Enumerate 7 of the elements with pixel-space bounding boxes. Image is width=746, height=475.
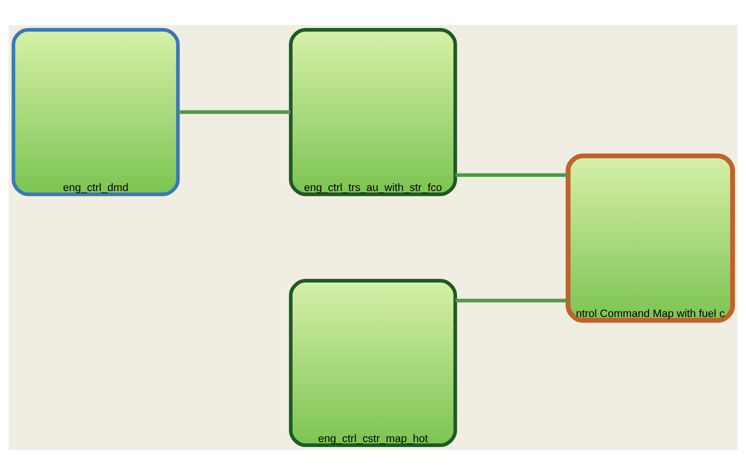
node-box: eng_ctrl_trs_au_with_str_fco — [288, 28, 458, 196]
connector — [455, 173, 568, 177]
node-box: eng_ctrl_dmd — [12, 28, 180, 196]
connector — [455, 298, 568, 302]
node-box: ntrol Command Map with fuel c — [566, 153, 735, 323]
connector — [178, 110, 290, 114]
node-box: eng_ctrl_cstr_map_hot — [288, 278, 458, 447]
